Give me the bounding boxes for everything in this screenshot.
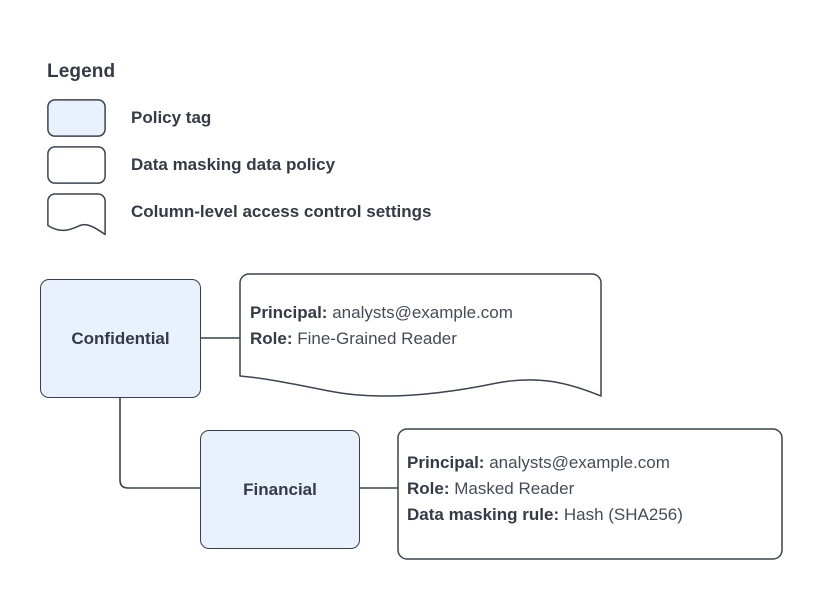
legend-item-label: Column-level access control settings (131, 202, 432, 221)
callout-line: Principal: analysts@example.com (407, 450, 683, 476)
callout-confidential-settings: Principal: analysts@example.com Role: Fi… (239, 273, 605, 403)
callout-line-value: Masked Reader (454, 479, 575, 498)
callout-confidential-body: Principal: analysts@example.com Role: Fi… (250, 300, 513, 352)
callout-line: Principal: analysts@example.com (250, 300, 513, 326)
callout-line-value: analysts@example.com (489, 453, 670, 472)
callout-line: Data masking rule: Hash (SHA256) (407, 502, 683, 528)
callout-financial-body: Principal: analysts@example.com Role: Ma… (407, 450, 683, 528)
callout-line-value: Hash (SHA256) (563, 505, 683, 524)
node-financial[interactable]: Financial (200, 430, 360, 549)
callout-line-key: Data masking rule: (407, 505, 560, 524)
callout-line-key: Principal: (407, 453, 485, 472)
connector-confidential-to-financial (119, 398, 200, 489)
callout-line: Role: Masked Reader (407, 476, 683, 502)
policy-tag-swatch-icon (47, 99, 106, 137)
node-confidential[interactable]: Confidential (40, 279, 201, 398)
callout-line: Role: Fine-Grained Reader (250, 326, 513, 352)
column-access-settings-swatch-icon (47, 193, 106, 236)
callout-financial-policy: Principal: analysts@example.com Role: Ma… (397, 428, 783, 560)
callout-line-key: Role: (407, 479, 450, 498)
callout-line-key: Role: (250, 329, 293, 348)
callout-line-value: Fine-Grained Reader (297, 329, 457, 348)
legend-title: Legend (47, 61, 116, 82)
data-masking-policy-swatch-icon (47, 146, 106, 184)
legend-item-label: Data masking data policy (131, 155, 336, 174)
legend-item-label: Policy tag (131, 108, 212, 127)
callout-line-value: analysts@example.com (332, 303, 513, 322)
callout-line-key: Principal: (250, 303, 328, 322)
